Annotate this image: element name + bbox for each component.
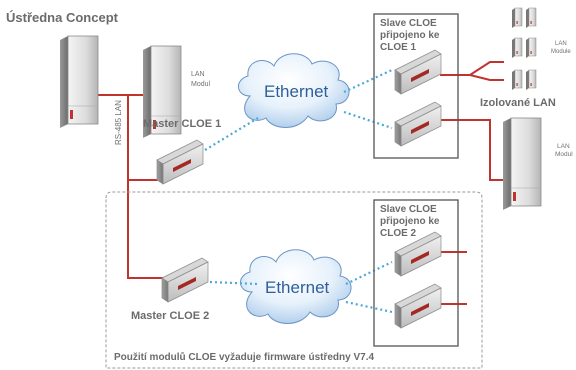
slave-2b-device — [394, 283, 442, 329]
rs485-label: RS-485 LAN — [114, 100, 123, 145]
slave-frame-2 — [373, 199, 459, 347]
right-lan-modul-label-1: LAN — [557, 143, 570, 150]
master-cloe-2-device — [161, 257, 209, 303]
isolated-lan-label: Izolované LAN — [480, 97, 556, 109]
cloe2-dashed-frame — [105, 191, 483, 369]
slave-1b-device — [394, 101, 442, 147]
master-cloe-1-device — [156, 139, 204, 185]
isolated-lan-modules — [511, 7, 537, 91]
title-label: Ústředna Concept — [6, 10, 119, 25]
lan-modul-label-2: Modul — [191, 81, 211, 88]
ethernet-links-2 — [209, 261, 393, 314]
red-wiring — [98, 61, 504, 305]
lan-module-label-2: Module — [551, 49, 571, 55]
ethernet-label-1: Ethernet — [264, 82, 329, 101]
slave2-line-2: připojeno ke — [380, 216, 440, 227]
slave1-line-1: Slave CLOE — [380, 18, 437, 29]
ethernet-cloud-1 — [238, 53, 350, 128]
lan-module-label-1: LAN — [555, 41, 567, 47]
master-cloe-2-label: Master CLOE 2 — [131, 310, 209, 322]
slave2-line-1: Slave CLOE — [380, 204, 437, 215]
ethernet-links-1 — [204, 69, 393, 151]
master-cloe-1-label: Master CLOE 1 — [143, 118, 221, 130]
right-lan-module-tower — [502, 117, 542, 211]
slave-frame-1 — [373, 13, 459, 159]
slave2-line-3: CLOE 2 — [380, 228, 417, 239]
central-unit-tower — [59, 35, 99, 129]
slave1-line-3: CLOE 1 — [380, 42, 417, 53]
ethernet-cloud-2 — [240, 249, 352, 324]
ethernet-label-2: Ethernet — [265, 278, 330, 297]
right-lan-modul-label-2: Modul — [555, 151, 573, 158]
lan-modul-label-1: LAN — [191, 71, 205, 78]
slave1-line-2: připojeno ke — [380, 30, 440, 41]
footnote-text: Použití modulů CLOE vyžaduje firmware ús… — [114, 351, 374, 363]
slave-1a-device — [394, 49, 442, 95]
